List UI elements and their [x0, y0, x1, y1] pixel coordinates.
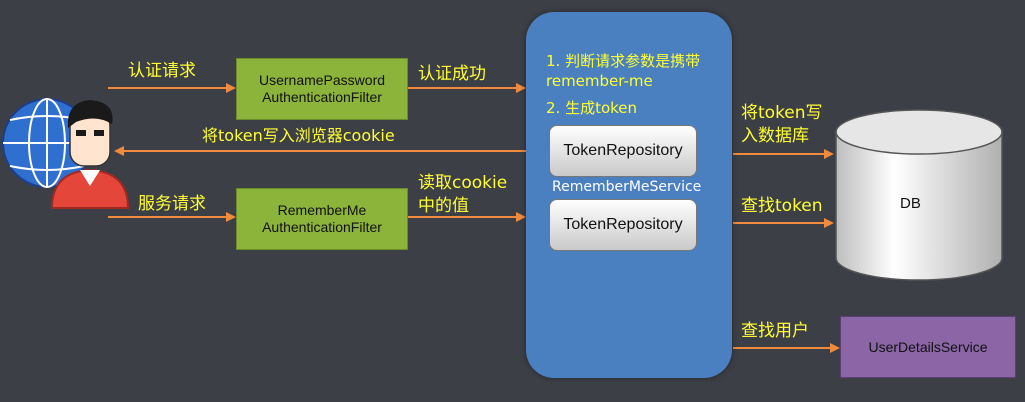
label-service-request: 服务请求 [138, 194, 206, 214]
user-details-service-box: UserDetailsService [840, 316, 1016, 378]
remember-me-service-panel: 1. 判断请求参数是携带 remember-me 2. 生成token Toke… [526, 12, 732, 378]
service-step1-line1: 1. 判断请求参数是携带 [546, 52, 701, 70]
database-label: DB [900, 195, 921, 212]
rm-filter-line2: AuthenticationFilter [262, 219, 382, 235]
label-write-cookie: 将token写入浏览器cookie [202, 126, 395, 145]
label-find-user: 查找用户 [741, 321, 809, 341]
label-write-db-line1: 将token写 [741, 103, 823, 123]
up-filter-line1: UsernamePassword [258, 72, 386, 88]
label-read-cookie-line1: 读取cookie [418, 173, 508, 193]
remember-me-filter-box: RememberMe AuthenticationFilter [236, 188, 408, 250]
token-repository-box-bottom: TokenRepository [549, 199, 697, 251]
label-write-db-line2: 入数据库 [741, 126, 809, 146]
label-auth-request: 认证请求 [128, 61, 196, 81]
label-read-cookie-line2: 中的值 [418, 196, 469, 216]
database-icon [835, 109, 1003, 281]
up-filter-line2: AuthenticationFilter [262, 89, 382, 105]
username-password-filter-box: UsernamePassword AuthenticationFilter [236, 58, 408, 120]
arrows [108, 83, 840, 353]
service-step2: 2. 生成token [546, 99, 638, 117]
rm-filter-line1: RememberMe [277, 202, 367, 218]
label-auth-success: 认证成功 [418, 64, 486, 84]
service-step1-line2: remember-me [546, 72, 653, 90]
label-find-token: 查找token [741, 196, 823, 216]
user-icon [50, 100, 130, 209]
token-repository-box-top: TokenRepository [549, 125, 697, 177]
remember-me-service-label: RememberMeService [552, 179, 702, 195]
